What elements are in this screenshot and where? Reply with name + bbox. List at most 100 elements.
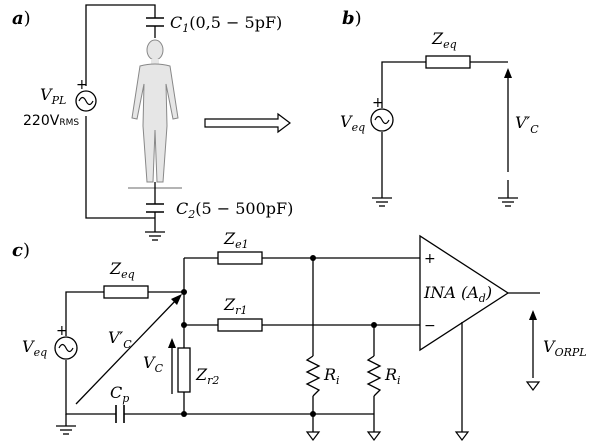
- svg-text:Ri: Ri: [323, 365, 340, 387]
- vorpl-sub: ORPL: [555, 346, 587, 359]
- cp-sub: p: [122, 392, 129, 405]
- c1-name: C: [170, 13, 182, 32]
- svg-text:Veq: Veq: [340, 112, 365, 134]
- svg-text:Zeq: Zeq: [431, 29, 457, 51]
- vpl-plus-sign: +: [76, 77, 88, 93]
- svg-text:C2(5 − 500pF): C2(5 − 500pF): [176, 199, 293, 221]
- zr2-name: Z: [195, 365, 208, 384]
- ac-source-veq-c: [54, 336, 78, 360]
- vc-sub: C: [155, 362, 164, 375]
- zeq-b-sub: eq: [443, 38, 457, 51]
- c2-value: (5 − 500pF): [195, 199, 293, 218]
- impedance-zr1: [217, 318, 263, 332]
- ina-plus-sign: +: [424, 251, 436, 267]
- svg-text:Zr1: Zr1: [223, 295, 247, 317]
- impedance-ze1: [217, 251, 263, 265]
- node-dot: [181, 411, 187, 417]
- node-dot: [181, 322, 187, 328]
- ground-triangle-icon: [525, 381, 541, 391]
- resistor-ri-2: [366, 355, 382, 397]
- ground-icon: [145, 231, 165, 241]
- capacitor-c1: [146, 17, 164, 27]
- svg-text:c): c): [12, 240, 30, 261]
- svg-text:220VRMS: 220VRMS: [23, 113, 79, 129]
- ground-triangle-icon: [305, 431, 321, 441]
- vc-name: V: [143, 353, 156, 372]
- svg-text:Cp: Cp: [110, 383, 129, 405]
- veq-c-sub: eq: [34, 346, 48, 359]
- svg-text:V′C: V′C: [515, 113, 539, 136]
- zr1-name: Z: [223, 295, 236, 314]
- ina-text: INA (A: [423, 283, 479, 302]
- panel-b-label: b: [342, 8, 355, 29]
- svg-text:C1(0,5 − 5pF): C1(0,5 − 5pF): [170, 13, 282, 35]
- ac-source-veq-b: [370, 108, 394, 132]
- svg-text:VORPL: VORPL: [543, 337, 587, 359]
- ze1-name: Z: [223, 229, 236, 248]
- c1-sub: 1: [182, 22, 189, 35]
- vpl-name: V: [40, 85, 53, 104]
- svg-text:Veq: Veq: [22, 337, 47, 359]
- output-arrow-vc-prime: [504, 68, 512, 172]
- impedance-zr2: [177, 347, 191, 393]
- ground-triangle-icon: [366, 431, 382, 441]
- output-arrow-vorpl: [529, 310, 537, 378]
- svg-text:Ze1: Ze1: [223, 229, 249, 251]
- c1-value: (0,5 − 5pF): [189, 13, 282, 32]
- ri1-name: R: [323, 365, 336, 384]
- capacitor-cp: [115, 405, 125, 423]
- panel-c-main-wire: [183, 257, 430, 432]
- svg-text:Zeq: Zeq: [109, 259, 135, 281]
- capacitor-c2: [146, 203, 164, 213]
- panel-b: b) Zeq + Veq V′C: [340, 8, 539, 207]
- node-dot: [310, 411, 316, 417]
- ri2-sub: i: [397, 374, 401, 387]
- diagonal-arrow-vc-prime: [75, 294, 182, 405]
- zeq-b-name: Z: [431, 29, 444, 48]
- ze1-sub: e1: [235, 238, 249, 251]
- veq-b-plus-sign: +: [372, 95, 384, 111]
- ina-amplifier: [419, 234, 510, 352]
- ac-source-vpl: [75, 90, 97, 112]
- ground-icon: [498, 197, 518, 207]
- ground-triangle-icon: [454, 431, 470, 441]
- zeq-c-name: Z: [109, 259, 122, 278]
- ina-minus-sign: −: [424, 318, 436, 334]
- svg-text:V′C: V′C: [108, 328, 132, 351]
- vc-prime-c-sub: C: [123, 338, 132, 351]
- impedance-zeq-b: [425, 55, 471, 69]
- svg-text:a): a): [12, 8, 31, 29]
- vc-prime-c-name: V′: [108, 328, 124, 347]
- svg-text:VC: VC: [143, 353, 164, 375]
- human-body-icon: [131, 39, 179, 183]
- svg-text:VPL: VPL: [40, 85, 66, 107]
- impedance-zeq-c: [103, 285, 149, 299]
- vc-prime-b-sub: C: [530, 123, 539, 136]
- ri1-sub: i: [336, 374, 340, 387]
- panel-a: a) + VPL 220VRMS C1(0,5 − 5pF): [12, 4, 293, 241]
- zr2-sub: r2: [207, 374, 219, 387]
- resistor-ri-1: [305, 355, 321, 397]
- ground-icon: [56, 425, 76, 435]
- c2-sub: 2: [187, 208, 195, 221]
- veq-b-sub: eq: [352, 121, 366, 134]
- arrow-vc: [168, 338, 176, 394]
- cp-name: C: [110, 383, 122, 402]
- node-dot: [181, 289, 187, 295]
- node-dot: [371, 322, 377, 328]
- panel-c-label: c: [12, 240, 23, 261]
- vorpl-name: V: [543, 337, 556, 356]
- veq-c-plus-sign: +: [56, 323, 68, 339]
- svg-text:Zr2: Zr2: [195, 365, 219, 387]
- veq-c-name: V: [22, 337, 35, 356]
- zr1-sub: r1: [235, 304, 247, 317]
- vpl-rating-sub: RMS: [59, 118, 79, 128]
- node-dot: [310, 255, 316, 261]
- ina-close: ): [485, 283, 492, 302]
- c2-name: C: [176, 199, 188, 218]
- vc-prime-b-name: V′: [515, 113, 531, 132]
- ground-icon: [372, 197, 392, 207]
- transform-arrow-icon: [204, 112, 291, 134]
- panel-a-loop-wire: [85, 4, 156, 232]
